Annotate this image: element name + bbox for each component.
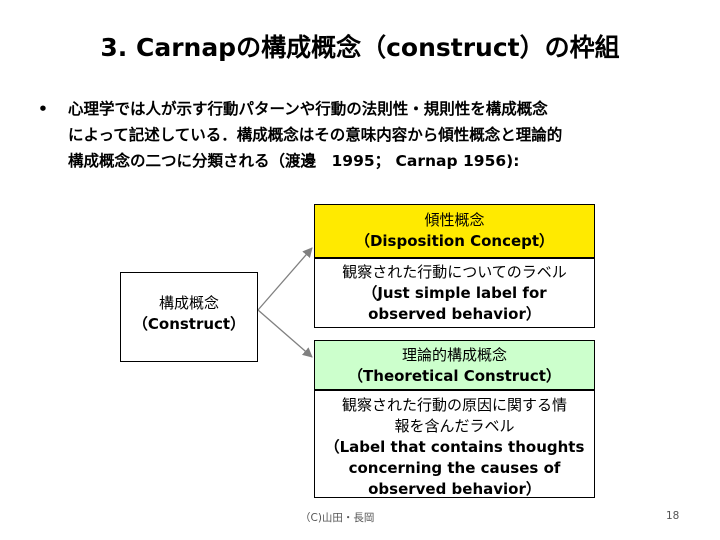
bullet-text: 心理学では人が示す行動パターンや行動の法則性・規則性を構成概念 によって記述して… (68, 96, 688, 174)
theoretical-label-jp: 理論的構成概念 (401, 346, 507, 364)
simple-label-box: 観察された行動についてのラベル （Just simple label for o… (314, 258, 595, 328)
arrow-to-disposition (257, 247, 313, 311)
simple-label-jp: 観察された行動についてのラベル (342, 263, 567, 281)
bullet-line: 心理学では人が示す行動パターンや行動の法則性・規則性を構成概念 (68, 100, 548, 118)
footer-credit: （C)山田・長岡 (300, 512, 375, 524)
construct-label-jp: 構成概念 (158, 294, 219, 312)
construct-label-en: （Construct） (132, 315, 246, 333)
disposition-label-jp: 傾性概念 (424, 211, 485, 229)
simple-label-en-1: （Just simple label for (362, 284, 547, 302)
bullet-line: 構成概念の二つに分類される（渡邊 1995； Carnap 1956): (68, 152, 520, 170)
slide-title: 3. Carnapの構成概念（construct）の枠組 (100, 33, 620, 62)
cause-label-jp-2: 報を含んだラベル (394, 417, 515, 435)
cause-label-en-1: （Label that contains thoughts (324, 438, 585, 456)
cause-label-jp-1: 観察された行動の原因に関する情 (341, 396, 567, 414)
bullet-mark: • (38, 100, 48, 118)
theoretical-label-en: （Theoretical Construct） (348, 367, 561, 385)
theoretical-construct-box: 理論的構成概念 （Theoretical Construct） (314, 340, 595, 390)
disposition-label-en: （Disposition Concept） (354, 232, 555, 250)
cause-label-en-2: concerning the causes of (348, 459, 561, 477)
simple-label-en-2: observed behavior） (368, 305, 541, 323)
cause-label-box: 観察された行動の原因に関する情 報を含んだラベル （Label that con… (314, 390, 595, 498)
construct-box: 構成概念 （Construct） (120, 272, 258, 362)
disposition-concept-box: 傾性概念 （Disposition Concept） (314, 204, 595, 258)
page-number: 18 (666, 510, 680, 522)
arrow-to-theoretical (257, 309, 313, 358)
bullet-line: によって記述している．構成概念はその意味内容から傾性概念と理論的 (68, 126, 563, 144)
cause-label-en-3: observed behavior） (368, 480, 541, 498)
